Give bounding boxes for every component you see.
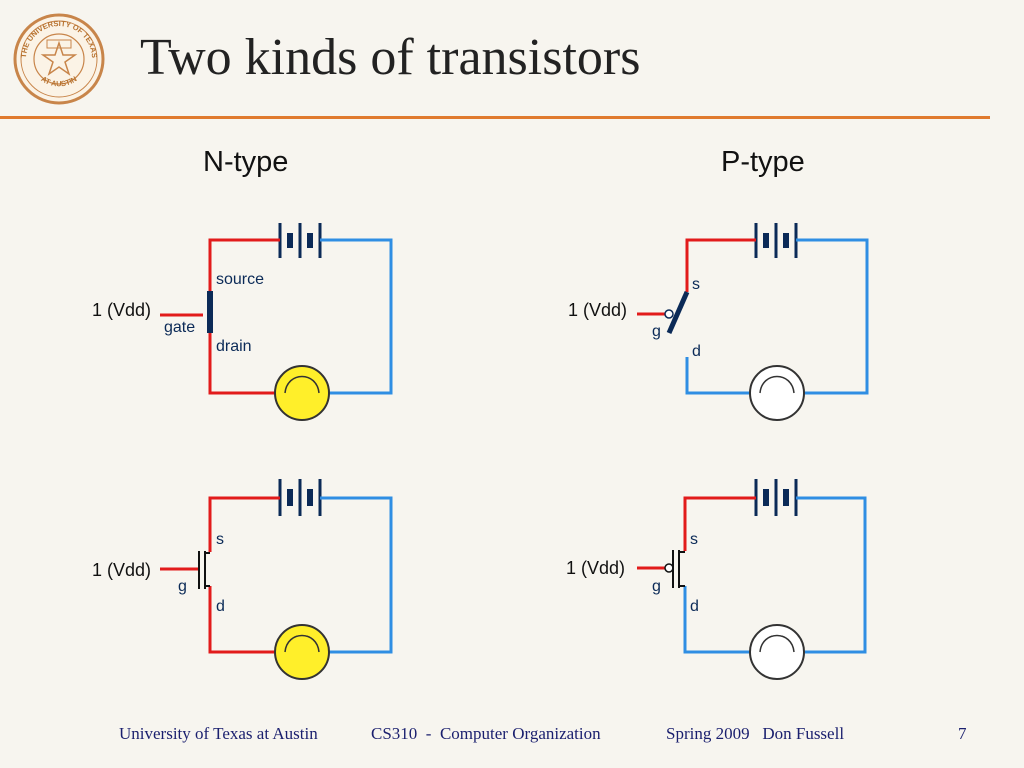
drain-label: drain [216, 338, 252, 355]
pmos-transistor-icon [672, 550, 685, 588]
circuit-n-top: 1 (Vdd) source gate drain [92, 223, 393, 421]
battery-icon [754, 479, 798, 516]
footer-term-author: Spring 2009 Don Fussell [666, 724, 845, 743]
input-label: 1 (Vdd) [568, 300, 627, 320]
source-label: s [216, 531, 224, 548]
university-seal-icon: THE UNIVERSITY OF TEXAS AT AUSTIN [13, 13, 105, 105]
n-type-heading: N-type [203, 146, 289, 178]
gate-label: g [652, 578, 661, 595]
battery-icon [278, 479, 322, 516]
slide-title: Two kinds of transistors [140, 29, 641, 86]
gate-label: g [178, 578, 187, 595]
drain-label: d [692, 343, 701, 360]
wire-red [208, 496, 280, 552]
light-bulb-on-icon [274, 624, 330, 680]
gate-label: gate [164, 319, 195, 336]
light-bulb-on-icon [274, 365, 330, 421]
light-bulb-off-icon [749, 365, 805, 421]
battery-icon [754, 223, 798, 258]
inverter-bubble [664, 309, 674, 319]
input-label: 1 (Vdd) [566, 558, 625, 578]
wire-blue [318, 496, 393, 654]
wire-red [208, 327, 285, 395]
wire-red [208, 238, 280, 293]
wire-blue [318, 238, 393, 395]
footer-course: CS310 - Computer Organization [371, 724, 601, 743]
source-label: s [690, 531, 698, 548]
footer-page-number: 7 [958, 724, 967, 743]
circuit-p-top: 1 (Vdd) s g d [568, 223, 869, 421]
drain-label: d [690, 598, 699, 615]
inverter-bubble [664, 563, 674, 573]
wire-blue [796, 238, 869, 395]
nmos-transistor-icon [198, 551, 210, 589]
battery-icon [278, 223, 322, 258]
wire-blue [796, 496, 867, 654]
wire-red [208, 586, 285, 654]
svg-text:AT AUSTIN: AT AUSTIN [40, 74, 79, 88]
gate-label: g [652, 323, 661, 340]
wire-blue [685, 357, 751, 395]
input-label: 1 (Vdd) [92, 560, 151, 580]
circuit-p-bottom: 1 (Vdd) s g d [566, 479, 867, 680]
source-label: source [216, 271, 264, 288]
wire-red [685, 238, 756, 292]
drain-label: d [216, 598, 225, 615]
p-type-heading: P-type [721, 146, 805, 178]
light-bulb-off-icon [749, 624, 805, 680]
wire-red [683, 496, 756, 551]
footer-institution: University of Texas at Austin [119, 724, 318, 743]
circuit-n-bottom: 1 (Vdd) s g d [92, 479, 393, 680]
title-divider [0, 116, 990, 119]
wire-blue [683, 586, 751, 654]
source-label: s [692, 276, 700, 293]
input-label: 1 (Vdd) [92, 300, 151, 320]
transistor-switch [666, 290, 690, 335]
